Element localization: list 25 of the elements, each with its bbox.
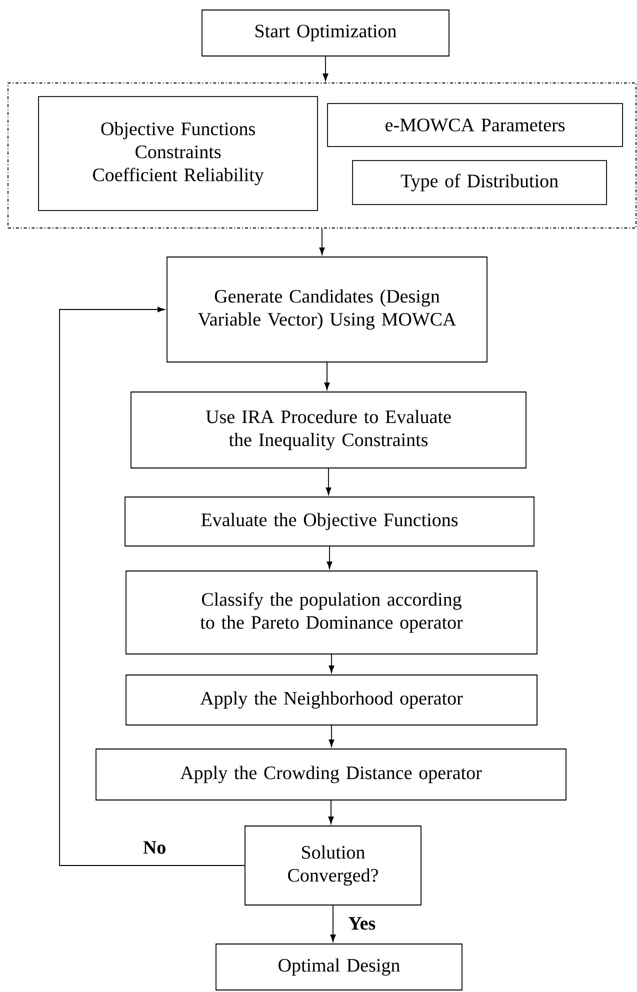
edge-label: Yes — [348, 917, 376, 930]
arrow — [328, 654, 334, 673]
arrow — [322, 56, 328, 81]
arrow — [326, 468, 332, 495]
group-frame — [8, 82, 636, 228]
arrow — [328, 800, 334, 824]
arrow — [326, 546, 332, 569]
arrow — [59, 306, 245, 866]
process-box: Start Optimization — [202, 10, 450, 56]
process-box: Apply the Crowding Distance operator — [96, 748, 566, 800]
process-box: Classify the population according to the Pareto Dominance operator — [126, 570, 538, 654]
process-box: Evaluate the Objective Functions — [124, 496, 534, 546]
process-box: Apply the Neighborhood operator — [126, 674, 538, 726]
process-box: Optimal Design — [216, 944, 462, 990]
process-box: Use IRA Procedure to Evaluate the Inequality Constraints — [130, 392, 526, 468]
process-box: Generate Candidates (Design Variable Vector) Using MOWCA — [166, 256, 488, 362]
edge-label: No — [143, 841, 166, 854]
arrow — [330, 905, 336, 942]
input-box: Type of Distribution — [352, 160, 607, 205]
input-box: Objective Functions Constraints Coefficient Reliability — [38, 96, 318, 211]
decision-box: Solution Converged? — [244, 826, 422, 906]
input-box: e-MOWCA Parameters — [327, 103, 623, 147]
arrow — [328, 725, 334, 747]
arrow — [324, 362, 330, 390]
arrow — [319, 228, 325, 255]
